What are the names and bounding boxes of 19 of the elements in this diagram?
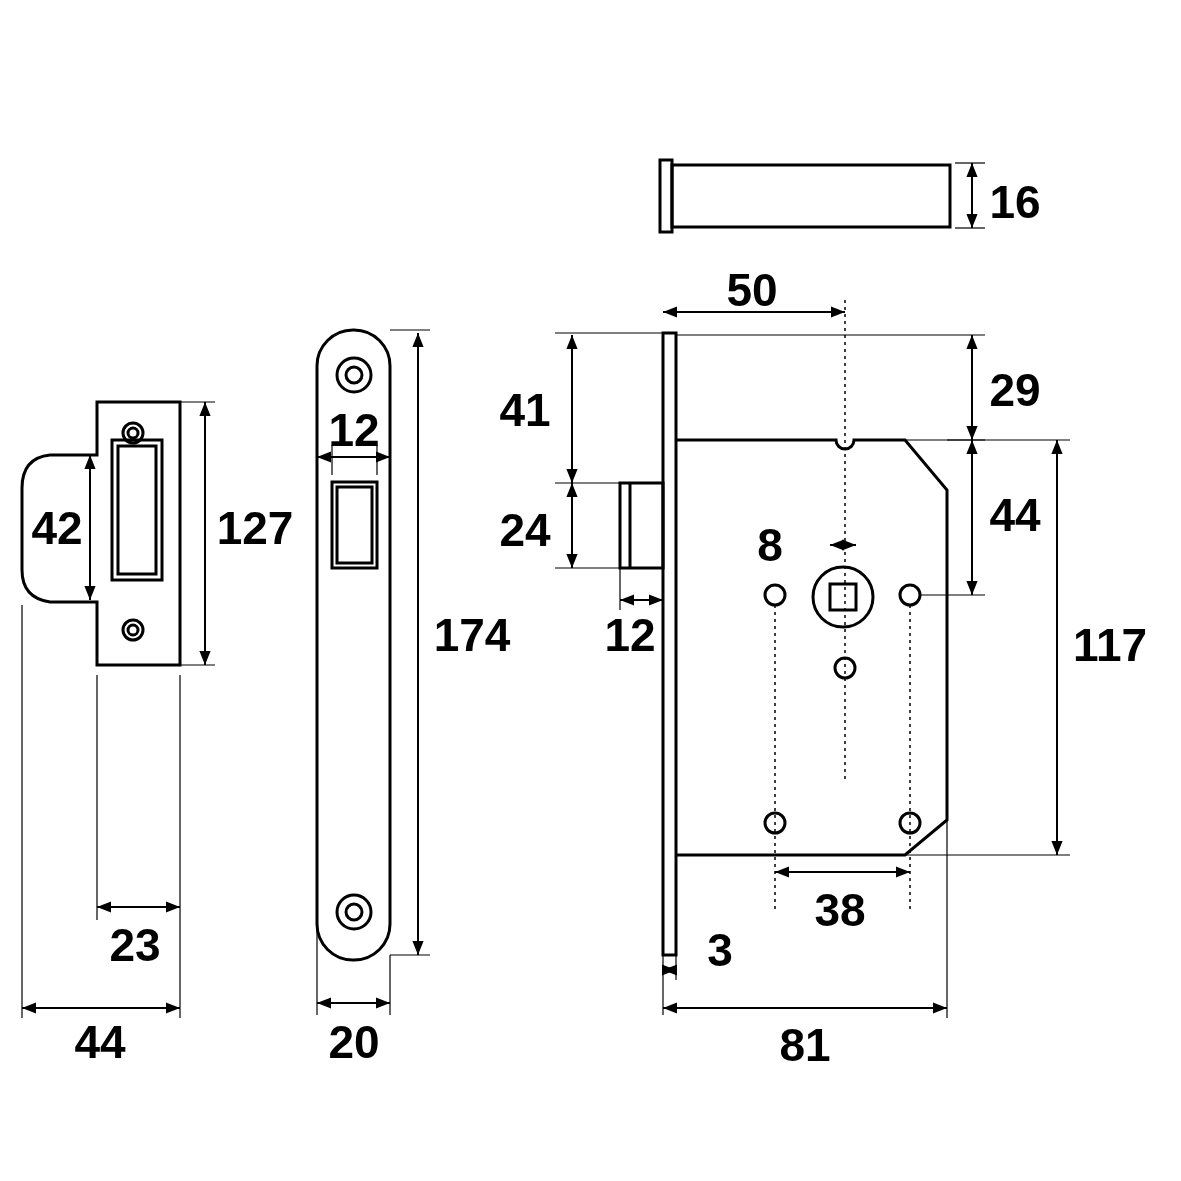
dimension-label: 174 xyxy=(433,612,511,658)
dimension-label: 42 xyxy=(31,505,83,551)
dimension-label: 127 xyxy=(216,505,294,551)
dimension-label: 8 xyxy=(757,522,783,568)
dimension-label: 81 xyxy=(779,1022,831,1068)
dimension-label: 3 xyxy=(707,927,733,973)
dimension-label: 44 xyxy=(74,1019,126,1065)
dimension-label: 23 xyxy=(109,922,161,968)
dimension-label: 16 xyxy=(989,179,1041,225)
dimension-label: 50 xyxy=(726,267,778,313)
dimension-label: 24 xyxy=(499,507,551,553)
dimension-label: 117 xyxy=(1072,622,1148,668)
dimension-label: 20 xyxy=(328,1019,380,1065)
dimension-label: 12 xyxy=(604,612,656,658)
dimension-label: 41 xyxy=(499,387,551,433)
dimension-label: 38 xyxy=(814,887,866,933)
dimension-label: 12 xyxy=(328,407,380,453)
dimension-label: 44 xyxy=(989,492,1041,538)
dimension-label: 29 xyxy=(989,367,1041,413)
